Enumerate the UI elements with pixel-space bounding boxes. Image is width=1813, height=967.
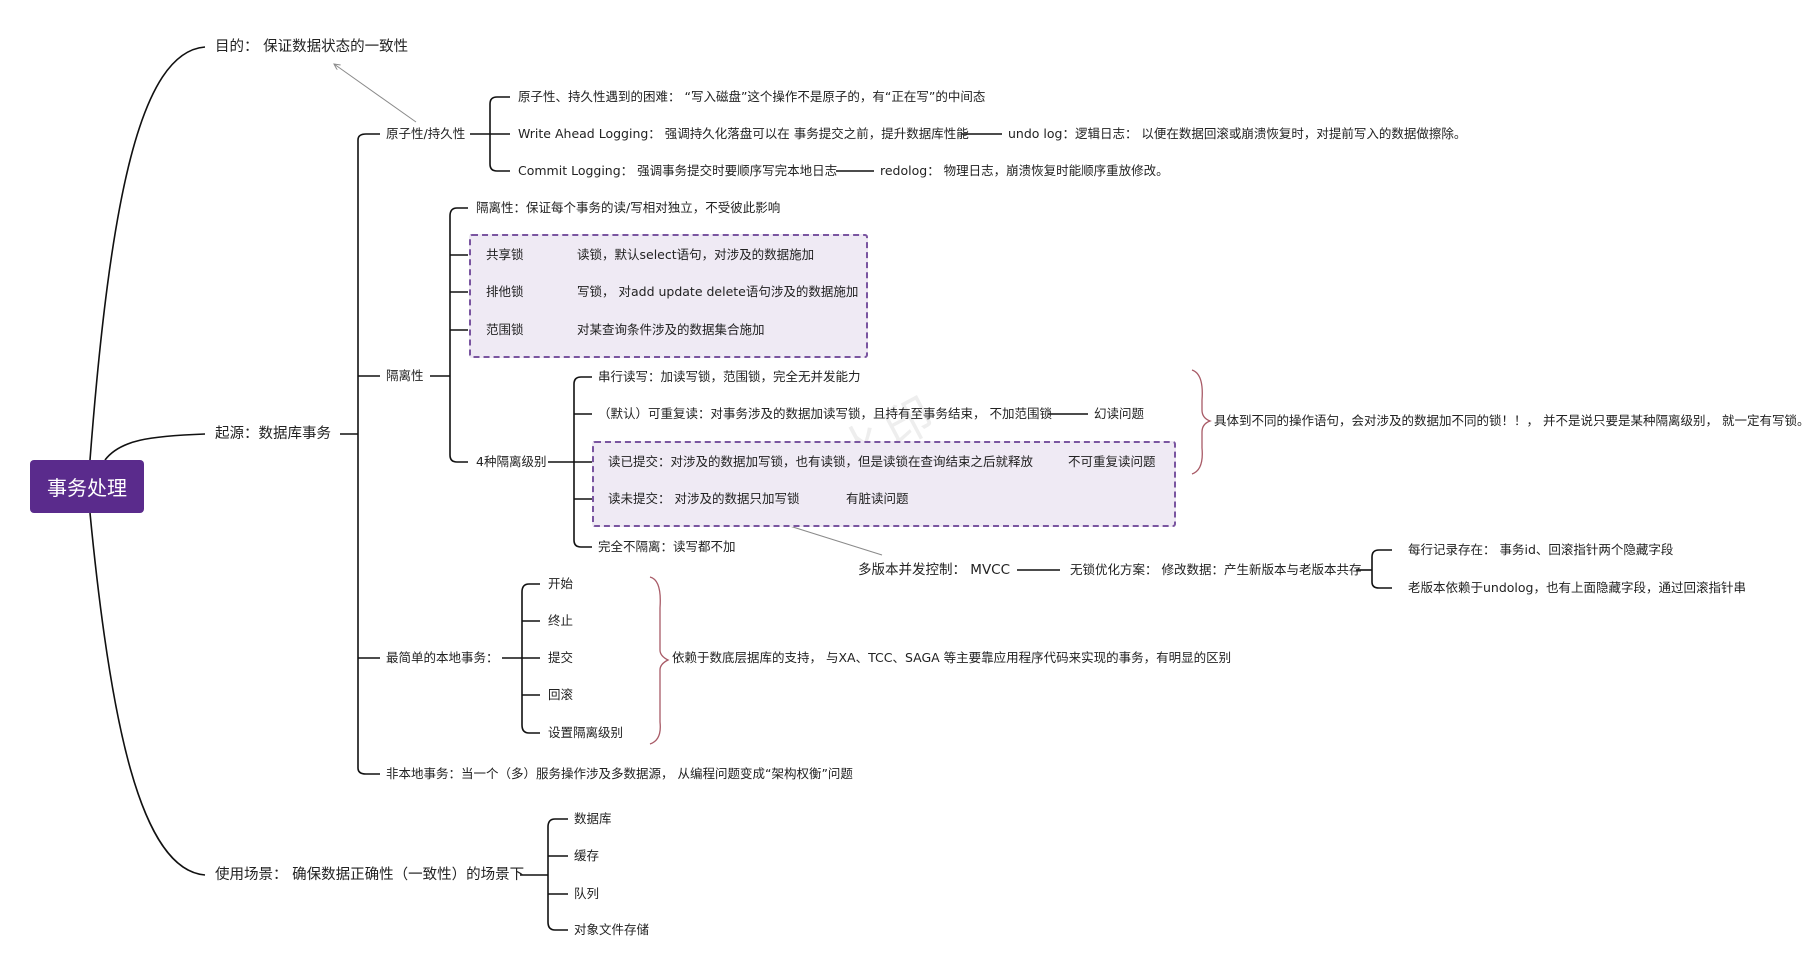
exclusive-lock-node[interactable]: 排他锁 bbox=[486, 284, 524, 299]
scene-cache[interactable]: 缓存 bbox=[574, 848, 600, 863]
local-step-end[interactable]: 终止 bbox=[548, 613, 574, 628]
redo-log-node[interactable]: redolog： 物理日志，崩溃恢复时能顺序重放修改。 bbox=[880, 163, 1169, 178]
local-step-commit[interactable]: 提交 bbox=[548, 650, 574, 665]
root-node[interactable]: 事务处理 bbox=[30, 460, 144, 513]
read-committed-node[interactable]: 读已提交：对涉及的数据加写锁，也有读锁，但是读锁在查询结束之后就释放 bbox=[608, 454, 1034, 469]
origin-node[interactable]: 起源：数据库事务 bbox=[215, 426, 331, 442]
serializable-node[interactable]: 串行读写：加读写锁，范围锁，完全无并发能力 bbox=[598, 369, 861, 384]
local-tx-note[interactable]: 依赖于数底层据库的支持， 与XA、TCC、SAGA 等主要靠应用程序代码来实现的… bbox=[672, 650, 1232, 665]
atomicity-node[interactable]: 原子性/持久性 bbox=[386, 126, 466, 141]
nonlocal-tx-node[interactable]: 非本地事务：当一个（多）服务操作涉及多数据源， 从编程问题变成“架构权衡”问题 bbox=[386, 766, 853, 781]
range-lock-desc[interactable]: 对某查询条件涉及的数据集合施加 bbox=[577, 322, 765, 337]
non-repeatable-node[interactable]: 不可重复读问题 bbox=[1068, 454, 1156, 469]
shared-lock-node[interactable]: 共享锁 bbox=[486, 247, 524, 262]
read-uncommitted-node[interactable]: 读未提交： 对涉及的数据只加写锁 bbox=[608, 491, 800, 506]
locks-highlight-box bbox=[469, 234, 868, 358]
no-isolation-node[interactable]: 完全不隔离：读写都不加 bbox=[598, 539, 736, 554]
atomicity-difficulty[interactable]: 原子性、持久性遇到的困难： “写入磁盘”这个操作不是原子的，有“正在写”的中间态 bbox=[518, 89, 986, 104]
scene-database[interactable]: 数据库 bbox=[574, 811, 612, 826]
exclusive-lock-desc[interactable]: 写锁， 对add update delete语句涉及的数据施加 bbox=[577, 284, 859, 299]
phantom-read-node[interactable]: 幻读问题 bbox=[1094, 406, 1145, 421]
lock-note[interactable]: 具体到不同的操作语句，会对涉及的数据加不同的锁！！， 并不是说只要是某种隔离级别… bbox=[1214, 413, 1810, 428]
scene-object-storage[interactable]: 对象文件存储 bbox=[574, 922, 650, 937]
local-step-isolation[interactable]: 设置隔离级别 bbox=[548, 725, 624, 740]
mvcc-old-version[interactable]: 老版本依赖于undolog，也有上面隐藏字段，通过回滚指针串 bbox=[1408, 580, 1746, 595]
levels-highlight-box bbox=[592, 441, 1176, 527]
purpose-node[interactable]: 目的： 保证数据状态的一致性 bbox=[215, 39, 409, 55]
scenario-node[interactable]: 使用场景： 确保数据正确性（一致性）的场景下 bbox=[215, 867, 525, 883]
isolation-desc[interactable]: 隔离性：保证每个事务的读/写相对独立，不受彼此影响 bbox=[476, 200, 781, 215]
commit-logging-node[interactable]: Commit Logging： 强调事务提交时要顺序写完本地日志 bbox=[518, 163, 838, 178]
isolation-levels-node[interactable]: 4种隔离级别 bbox=[476, 454, 547, 469]
mvcc-node[interactable]: 多版本并发控制： MVCC bbox=[858, 562, 1011, 578]
mvcc-hidden-fields[interactable]: 每行记录存在： 事务id、回滚指针两个隐藏字段 bbox=[1408, 542, 1674, 557]
range-lock-node[interactable]: 范围锁 bbox=[486, 322, 524, 337]
undo-log-node[interactable]: undo log：逻辑日志： 以便在数据回滚或崩溃恢复时，对提前写入的数据做擦除… bbox=[1008, 126, 1467, 141]
repeatable-read-node[interactable]: （默认）可重复读：对事务涉及的数据加读写锁，且持有至事务结束， 不加范围锁 bbox=[598, 406, 1052, 421]
local-step-rollback[interactable]: 回滚 bbox=[548, 687, 574, 702]
dirty-read-node[interactable]: 有脏读问题 bbox=[846, 491, 909, 506]
local-step-begin[interactable]: 开始 bbox=[548, 576, 574, 591]
wal-node[interactable]: Write Ahead Logging： 强调持久化落盘可以在 事务提交之前，提… bbox=[518, 126, 969, 141]
local-tx-node[interactable]: 最简单的本地事务： bbox=[386, 650, 499, 665]
scene-queue[interactable]: 队列 bbox=[574, 886, 600, 901]
isolation-node[interactable]: 隔离性 bbox=[386, 368, 424, 383]
shared-lock-desc[interactable]: 读锁，默认select语句，对涉及的数据施加 bbox=[577, 247, 815, 262]
lock-free-node[interactable]: 无锁优化方案： 修改数据：产生新版本与老版本共存 bbox=[1070, 562, 1362, 577]
